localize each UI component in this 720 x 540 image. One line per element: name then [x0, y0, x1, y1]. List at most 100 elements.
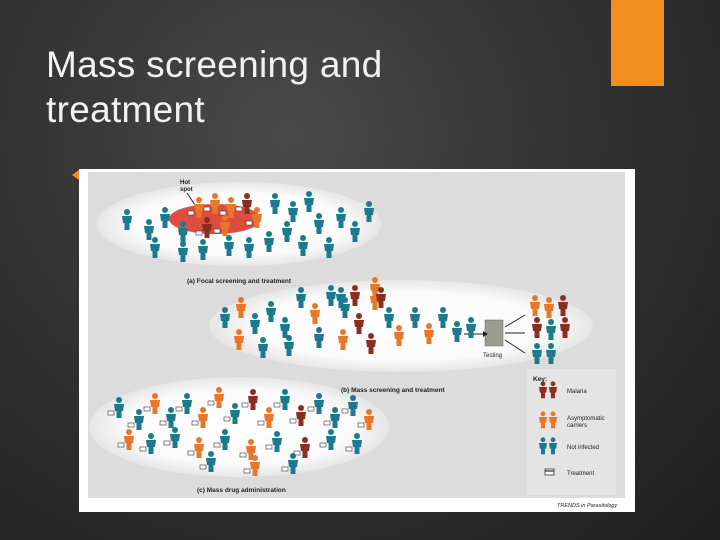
- person-icon: [324, 237, 334, 258]
- title-line-1: Mass screening and: [46, 44, 383, 85]
- person-icon: [224, 235, 234, 256]
- person-icon: [546, 319, 556, 340]
- testing-label: Testing: [483, 353, 502, 359]
- person-icon: [243, 455, 260, 476]
- person-icon: [213, 429, 230, 450]
- person-icon: [336, 207, 346, 228]
- person-icon: [273, 389, 290, 410]
- person-icon: [220, 307, 230, 328]
- person-icon: [150, 237, 160, 258]
- person-icon: [350, 221, 360, 242]
- key-title: Key:: [533, 376, 547, 383]
- person-icon: [219, 197, 236, 218]
- person-icon: [298, 235, 308, 256]
- person-icon: [376, 287, 386, 308]
- person-icon: [127, 409, 144, 430]
- person-icon: [350, 285, 360, 306]
- key-malaria: Malaria: [567, 389, 587, 395]
- person-icon: [384, 307, 394, 328]
- person-icon: [544, 297, 554, 318]
- person-icon: [410, 307, 420, 328]
- person-icon: [270, 193, 280, 214]
- accent-box: [611, 0, 664, 86]
- key-treatment: Treatment: [567, 471, 594, 477]
- hotspot-label-line2: spot: [180, 187, 193, 193]
- person-icon: [191, 407, 208, 428]
- person-icon: [354, 313, 364, 334]
- person-icon: [323, 407, 340, 428]
- page-title: Mass screening and treatment: [46, 42, 566, 132]
- person-icon: [539, 381, 547, 399]
- diagram-svg: Hot spot (a) Focal screening and treatme…: [89, 180, 618, 509]
- person-icon: [345, 433, 362, 454]
- people-group: [107, 191, 570, 476]
- person-icon: [338, 329, 348, 350]
- person-icon: [341, 395, 358, 416]
- person-icon: [310, 303, 320, 324]
- key-asymptomatic: Asymptomatic: [567, 416, 605, 422]
- person-icon: [532, 343, 542, 364]
- key-treatment-icon: [544, 468, 555, 476]
- person-icon: [250, 313, 260, 334]
- person-icon: [244, 237, 254, 258]
- person-icon: [143, 393, 160, 414]
- arrow-head-icon: [483, 331, 488, 337]
- person-icon: [195, 217, 212, 238]
- person-icon: [175, 393, 192, 414]
- person-icon: [319, 429, 336, 450]
- key-carriers: carriers: [567, 423, 587, 429]
- person-icon: [178, 241, 188, 262]
- ellipse-panel-c: [89, 377, 389, 477]
- person-icon: [241, 389, 258, 410]
- caption-panel-b: (b) Mass screening and treatment: [341, 387, 445, 394]
- person-icon: [296, 287, 306, 308]
- person-icon: [198, 239, 208, 260]
- person-icon: [187, 197, 204, 218]
- arrow-down: [504, 339, 526, 354]
- person-icon: [159, 407, 176, 428]
- person-icon: [258, 337, 268, 358]
- figure-credit: TRENDS in Parasitology: [557, 503, 618, 509]
- person-icon: [281, 453, 298, 474]
- caption-panel-a: (a) Focal screening and treatment: [187, 278, 292, 285]
- person-icon: [438, 307, 448, 328]
- person-icon: [293, 437, 310, 458]
- person-icon: [336, 287, 346, 308]
- person-icon: [546, 343, 556, 364]
- arrow-up: [504, 314, 526, 328]
- bullet-arrow-icon: [72, 170, 79, 180]
- person-icon: [187, 437, 204, 458]
- person-icon: [245, 207, 262, 228]
- person-icon: [424, 323, 434, 344]
- person-icon: [288, 201, 298, 222]
- person-icon: [560, 317, 570, 338]
- title-line-2: treatment: [46, 89, 205, 130]
- person-icon: [139, 433, 156, 454]
- person-icon: [326, 285, 336, 306]
- person-icon: [117, 429, 134, 450]
- person-icon: [314, 213, 324, 234]
- person-icon: [549, 411, 557, 429]
- person-icon: [558, 295, 568, 316]
- person-icon: [107, 397, 124, 418]
- hotspot-label-line1: Hot: [180, 180, 190, 186]
- person-icon: [307, 393, 324, 414]
- person-icon: [265, 431, 282, 452]
- person-icon: [207, 387, 224, 408]
- person-icon: [282, 221, 292, 242]
- person-icon: [178, 221, 188, 242]
- diagram-figure: Hot spot (a) Focal screening and treatme…: [79, 169, 635, 512]
- person-icon: [366, 333, 376, 354]
- person-icon: [539, 437, 547, 455]
- person-icon: [452, 321, 462, 342]
- person-icon: [284, 335, 294, 356]
- person-icon: [236, 297, 246, 318]
- person-icon: [160, 207, 170, 228]
- person-icon: [163, 427, 180, 448]
- person-icon: [314, 327, 324, 348]
- person-icon: [364, 201, 374, 222]
- person-icon: [223, 403, 240, 424]
- person-icon: [304, 191, 314, 212]
- person-icon: [122, 209, 132, 230]
- person-icon: [394, 325, 404, 346]
